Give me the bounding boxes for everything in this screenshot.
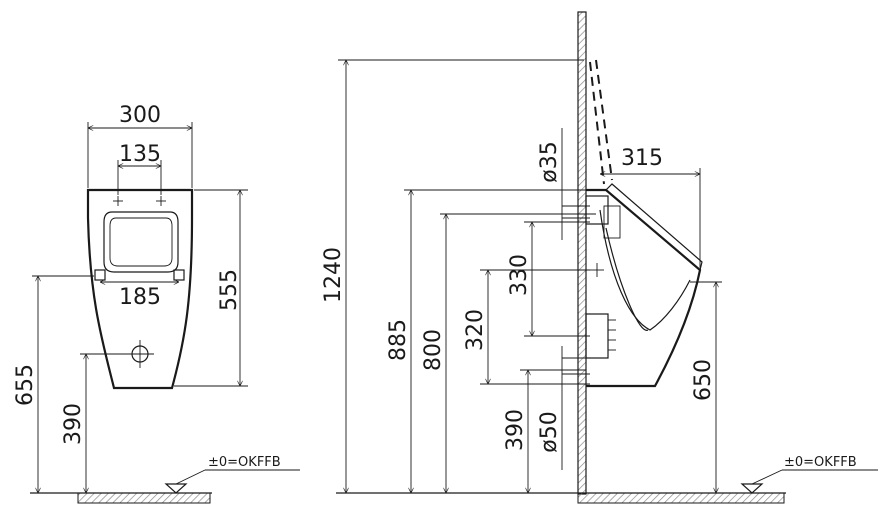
outlet-diameter: ø50 [537, 411, 562, 452]
front-floor-hatch [77, 492, 211, 504]
side-floor-datum: ±0=OKFFB [740, 455, 878, 494]
inlet-diameter: ø35 [537, 141, 562, 182]
left-bracket [94, 269, 106, 281]
dim-330: 330 [507, 254, 532, 296]
outlet-symbol [126, 340, 154, 368]
dim-outlet-height: 390 [61, 403, 86, 445]
dim-projection: 315 [621, 146, 663, 171]
inlet-fitting [585, 195, 609, 225]
front-bowl-opening [103, 211, 179, 273]
side-view: 1240 885 800 330 320 390 ø35 ø50 [321, 11, 878, 504]
side-urinal-outline [586, 188, 702, 388]
top-mounting-holes [113, 196, 166, 206]
dim-inlet-height: 800 [421, 329, 446, 371]
dim-top-holes: 135 [119, 142, 161, 167]
dim-body-height: 555 [217, 269, 242, 311]
dim-320: 320 [463, 309, 488, 351]
dim-width-overall: 300 [119, 103, 161, 128]
dim-total-height: 655 [13, 364, 38, 406]
dim-overall-height: 1240 [321, 247, 346, 303]
dim-side-outlet-height: 390 [503, 409, 528, 451]
dim-side-holes: 185 [119, 285, 161, 310]
front-urinal-outline [86, 188, 194, 390]
side-floor-hatch [577, 492, 785, 504]
side-floor-label: ±0=OKFFB [784, 455, 857, 470]
lid-dashed [589, 61, 605, 185]
right-bracket [173, 269, 185, 281]
front-floor-datum: ±0=OKFFB [164, 455, 300, 494]
front-floor-label: ±0=OKFFB [208, 455, 281, 470]
dim-rim-height: 885 [386, 319, 411, 361]
dim-front-rim-height: 650 [691, 359, 716, 401]
wall-hatch [577, 11, 587, 495]
front-view: 300 135 185 555 655 390 ±0=OKFFB [13, 103, 300, 504]
